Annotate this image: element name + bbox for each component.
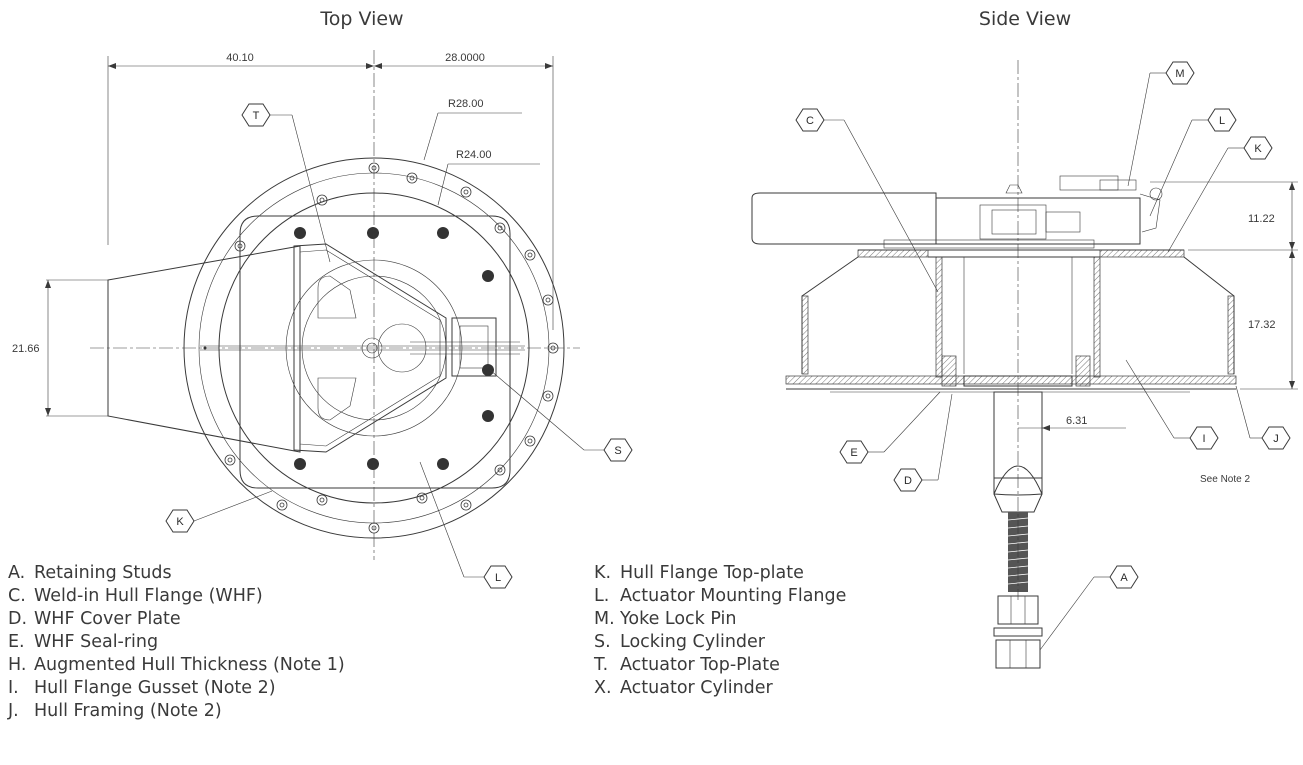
- legend-item: D. WHF Cover Plate: [8, 608, 345, 631]
- legend-item: L. Actuator Mounting Flange: [594, 585, 846, 608]
- callout-J: J: [1235, 385, 1291, 450]
- legend-key: M.: [594, 609, 615, 629]
- dim-top-left: 40.10: [226, 52, 254, 64]
- legend-label: Locking Cylinder: [620, 632, 765, 652]
- top-view-drawing: 40.10 28.0000 R28.00 R24.00 21.66: [12, 50, 580, 560]
- svg-text:A: A: [1120, 572, 1128, 584]
- legend-label: Actuator Cylinder: [620, 678, 773, 698]
- legend-item: H. Augmented Hull Thickness (Note 1): [8, 654, 345, 677]
- legend-label: Augmented Hull Thickness (Note 1): [34, 655, 345, 675]
- svg-text:J: J: [1273, 433, 1279, 445]
- dim-top-right: 28.0000: [445, 52, 485, 64]
- legend-key: L.: [594, 586, 610, 606]
- callout-K-side: K: [1167, 136, 1273, 253]
- dim-side-upper: 11.22: [1248, 213, 1275, 225]
- legend-key: T.: [594, 655, 609, 675]
- dim-height: 21.66: [12, 343, 40, 355]
- legend-label: WHF Cover Plate: [34, 609, 181, 629]
- legend-key: A.: [8, 563, 26, 583]
- legend-key: E.: [8, 632, 25, 652]
- legend-item: J. Hull Framing (Note 2): [8, 700, 345, 723]
- side-view-title: Side View: [979, 8, 1071, 30]
- svg-text:M: M: [1175, 68, 1184, 80]
- svg-text:K: K: [176, 516, 184, 528]
- legend-key: S.: [594, 632, 611, 652]
- legend-label: Weld-in Hull Flange (WHF): [34, 586, 263, 606]
- legend-key: I.: [8, 678, 19, 698]
- legend-item: I. Hull Flange Gusset (Note 2): [8, 677, 345, 700]
- legend-item: M.Yoke Lock Pin: [594, 608, 846, 631]
- svg-text:D: D: [904, 475, 912, 487]
- side-view-drawing: 11.22 17.32 6.31 See Note 2: [751, 60, 1298, 669]
- callout-M: M: [1127, 61, 1195, 187]
- callout-I: I: [1125, 359, 1219, 450]
- svg-text:L: L: [495, 572, 501, 584]
- legend-item: S. Locking Cylinder: [594, 631, 846, 654]
- svg-text:I: I: [1202, 433, 1205, 445]
- legend-key: X.: [594, 678, 612, 698]
- top-view-title: Top View: [319, 8, 403, 30]
- callout-K: K: [165, 490, 273, 533]
- dim-side-lower: 17.32: [1248, 319, 1276, 331]
- svg-text:S: S: [614, 445, 621, 457]
- legend-key: D.: [8, 609, 28, 629]
- legend-label: Yoke Lock Pin: [620, 609, 737, 629]
- see-note-text: See Note 2: [1200, 474, 1250, 485]
- legend-label: Hull Flange Gusset (Note 2): [34, 678, 276, 698]
- svg-text:T: T: [253, 110, 260, 122]
- legend-label: Hull Framing (Note 2): [34, 701, 222, 721]
- legend-item: A. Retaining Studs: [8, 562, 345, 585]
- legend-key: K.: [594, 563, 612, 583]
- callout-L: L: [419, 461, 513, 589]
- svg-text:C: C: [806, 115, 814, 127]
- legend-key: H.: [8, 655, 27, 675]
- legend-label: Retaining Studs: [34, 563, 172, 583]
- legend-item: X. Actuator Cylinder: [594, 677, 846, 700]
- legend-item: E. WHF Seal-ring: [8, 631, 345, 654]
- svg-text:K: K: [1254, 143, 1262, 155]
- dim-inner-radius: R24.00: [456, 149, 491, 161]
- legend-item: T. Actuator Top-Plate: [594, 654, 846, 677]
- callout-A: A: [1039, 565, 1139, 651]
- legend-item: C. Weld-in Hull Flange (WHF): [8, 585, 345, 608]
- callout-E: E: [839, 391, 941, 464]
- dim-side-offset: 6.31: [1066, 415, 1087, 427]
- callout-L-side: L: [1149, 108, 1237, 217]
- legend-label: WHF Seal-ring: [34, 632, 159, 652]
- legend-label: Hull Flange Top-plate: [620, 563, 804, 583]
- legend-key: J.: [8, 701, 19, 721]
- svg-text:E: E: [850, 447, 857, 459]
- legend-key: C.: [8, 586, 26, 606]
- dim-outer-radius: R28.00: [448, 98, 483, 110]
- callout-C: C: [795, 108, 939, 293]
- callout-D: D: [893, 393, 953, 492]
- callout-T: T: [241, 103, 331, 263]
- callout-S: S: [489, 369, 633, 462]
- legend-label: Actuator Top-Plate: [620, 655, 780, 675]
- legend-label: Actuator Mounting Flange: [620, 586, 847, 606]
- legend-item: K. Hull Flange Top-plate: [594, 562, 846, 585]
- svg-text:L: L: [1219, 115, 1225, 127]
